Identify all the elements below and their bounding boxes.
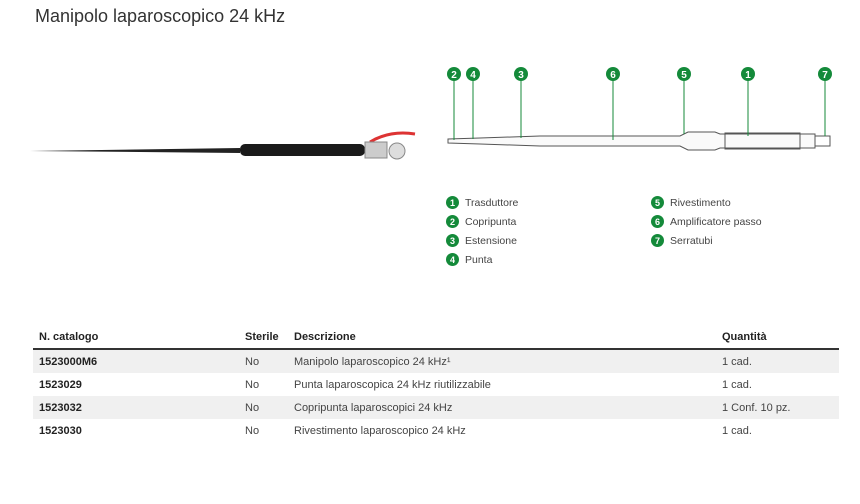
sterile: No xyxy=(245,424,260,437)
callout-5: 5 xyxy=(681,70,687,81)
legend-label: Rivestimento xyxy=(670,196,731,209)
catalog-number: 1523000M6 xyxy=(33,349,239,373)
description: Copripunta laparoscopici 24 kHz xyxy=(288,396,716,419)
number-badge: 5 xyxy=(651,196,664,209)
legend-item: 5 Rivestimento xyxy=(651,193,762,212)
catalog-number: 1523030 xyxy=(39,424,82,437)
legend-item: 1 Trasduttore xyxy=(446,193,518,212)
number-badge: 7 xyxy=(651,234,664,247)
page-title: Manipolo laparoscopico 24 kHz xyxy=(35,6,286,26)
description: Rivestimento laparoscopico 24 kHz xyxy=(294,424,466,437)
catalog-table: N. catalogo Sterile Descrizione Quantità… xyxy=(33,326,839,442)
number-badge: 4 xyxy=(446,253,459,266)
table-row: 1523029 No Punta laparoscopica 24 kHz riut… xyxy=(33,373,839,396)
handpiece-photo xyxy=(30,131,416,160)
legend-label: Serratubi xyxy=(670,234,713,247)
callout-2: 2 xyxy=(451,70,457,81)
table-header: N. catalogo Sterile Descrizione Quantità xyxy=(33,326,839,350)
callout-1: 1 xyxy=(745,70,751,81)
legend-label: Punta xyxy=(465,253,493,266)
legend-item: 4 Punta xyxy=(446,250,518,269)
callout-4: 4 xyxy=(470,70,476,81)
legend-item: 6 Amplificatore passo xyxy=(651,212,762,231)
legend-label: Trasduttore xyxy=(465,196,519,209)
handpiece-diagram: 2 4 3 6 5 1 7 xyxy=(447,67,832,151)
catalog-number: 1523029 xyxy=(39,378,82,391)
col-sterile: Sterile xyxy=(239,326,288,350)
col-catalog: N. catalogo xyxy=(33,326,239,350)
legend-label: Estensione xyxy=(465,234,517,247)
catalog-number: 1523032 xyxy=(33,396,239,419)
table-row: 1523030 No Rivestimento laparoscopico 24 k… xyxy=(33,419,839,442)
col-description: Descrizione xyxy=(288,326,716,350)
number-badge: 1 xyxy=(446,196,459,209)
sterile: No xyxy=(239,349,288,373)
col-quantity: Quantità xyxy=(716,326,839,350)
callout-3: 3 xyxy=(518,70,524,81)
callout-6: 6 xyxy=(610,70,616,81)
legend-right: 5 Rivestimento 6 Amplificatore passo 7 Serr… xyxy=(651,193,762,250)
legend-item: 3 Estensione xyxy=(446,231,518,250)
sterile: No xyxy=(245,378,260,391)
description: Manipolo laparoscopico 24 kHz¹ xyxy=(288,349,716,373)
legend-item: 7 Serratubi xyxy=(651,231,762,250)
legend-label: Copripunta xyxy=(465,215,517,228)
quantity: 1 Conf. 10 pz. xyxy=(716,396,839,419)
legend-left: 1 Trasduttore 2 Copripunta 3 Estensione 4 Pu… xyxy=(446,193,518,269)
legend-item: 2 Copripunta xyxy=(446,212,518,231)
description: Punta laparoscopica 24 kHz riutilizzabil… xyxy=(294,378,491,391)
sterile: No xyxy=(239,396,288,419)
number-badge: 2 xyxy=(446,215,459,228)
number-badge: 3 xyxy=(446,234,459,247)
legend-label: Amplificatore passo xyxy=(670,215,762,228)
quantity: 1 cad. xyxy=(722,378,752,391)
quantity: 1 cad. xyxy=(716,349,839,373)
number-badge: 6 xyxy=(651,215,664,228)
quantity: 1 cad. xyxy=(722,424,752,437)
callout-7: 7 xyxy=(822,70,828,81)
